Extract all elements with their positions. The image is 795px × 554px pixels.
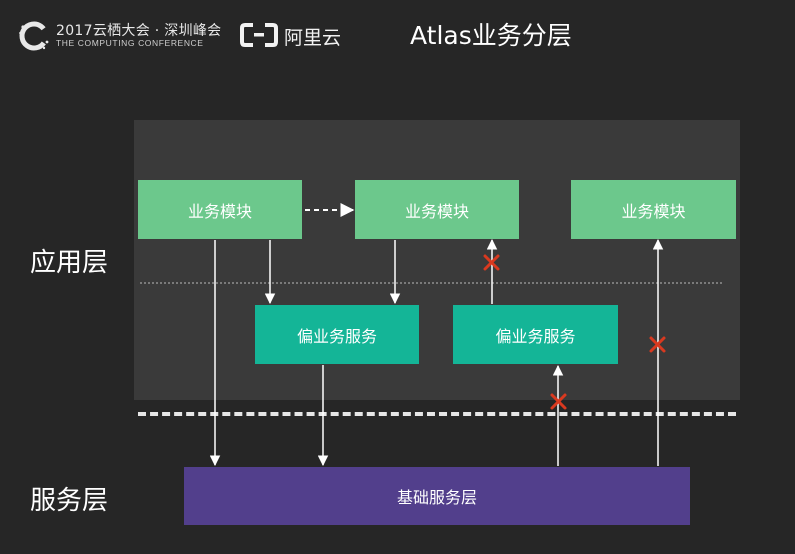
business-module-1: 业务模块 (138, 180, 302, 239)
aliyun-bracket-icon (240, 23, 278, 47)
module-service-divider (140, 282, 722, 284)
page-title: Atlas业务分层 (410, 21, 572, 50)
business-module-2: 业务模块 (355, 180, 519, 239)
application-layer-region (134, 120, 740, 400)
application-layer-label: 应用层 (30, 248, 109, 278)
business-module-3: 业务模块 (571, 180, 736, 239)
base-service-layer: 基础服务层 (184, 467, 690, 525)
layer-boundary-divider (138, 412, 736, 416)
service-layer-label: 服务层 (30, 486, 109, 516)
business-service-1: 偏业务服务 (255, 305, 419, 364)
conference-title: 2017云栖大会 · 深圳峰会 (56, 23, 222, 39)
conference-logo: 2017云栖大会 · 深圳峰会 THE COMPUTING CONFERENCE (18, 20, 228, 52)
company-name: 阿里云 (284, 27, 342, 49)
business-service-2: 偏业务服务 (453, 305, 618, 364)
conference-subtitle: THE COMPUTING CONFERENCE (56, 38, 204, 48)
slide-header: 2017云栖大会 · 深圳峰会 THE COMPUTING CONFERENCE… (0, 0, 795, 70)
computing-conference-c-icon (19, 21, 49, 51)
